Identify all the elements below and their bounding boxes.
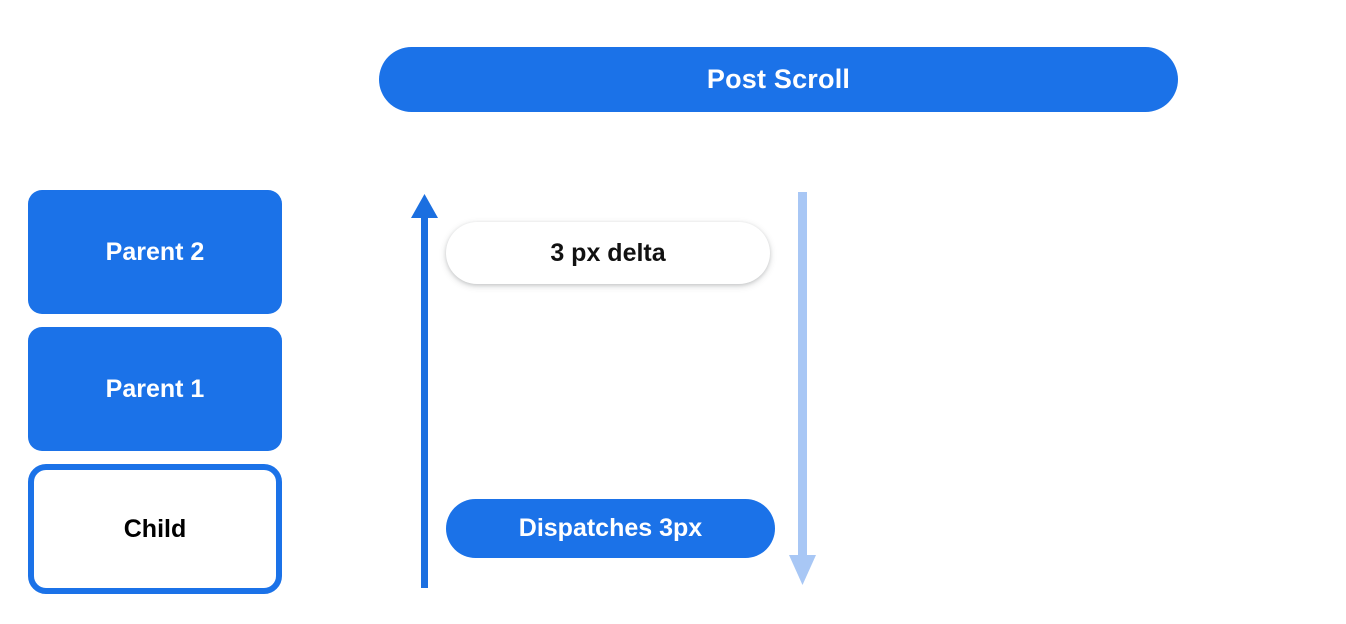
stack-box-parent-2-label: Parent 2	[105, 237, 205, 266]
stack-box-parent-1-label: Parent 1	[105, 374, 205, 403]
post-scroll-title-banner: Post Scroll	[379, 47, 1178, 112]
page-title: Post Scroll	[706, 64, 851, 94]
element-stack: Parent 2 Parent 1 Child	[28, 190, 282, 594]
arrow-up-icon	[408, 192, 444, 593]
stack-box-child: Child	[28, 464, 282, 594]
stack-box-parent-2: Parent 2	[28, 190, 282, 314]
stack-box-parent-1: Parent 1	[28, 327, 282, 451]
stack-box-child-label: Child	[123, 514, 187, 543]
dispatch-pill: Dispatches 3px	[446, 499, 775, 558]
dispatch-pill-label: Dispatches 3px	[518, 514, 703, 542]
delta-pill-label: 3 px delta	[550, 238, 666, 267]
arrow-down-icon	[785, 192, 825, 593]
delta-pill: 3 px delta	[446, 222, 770, 284]
